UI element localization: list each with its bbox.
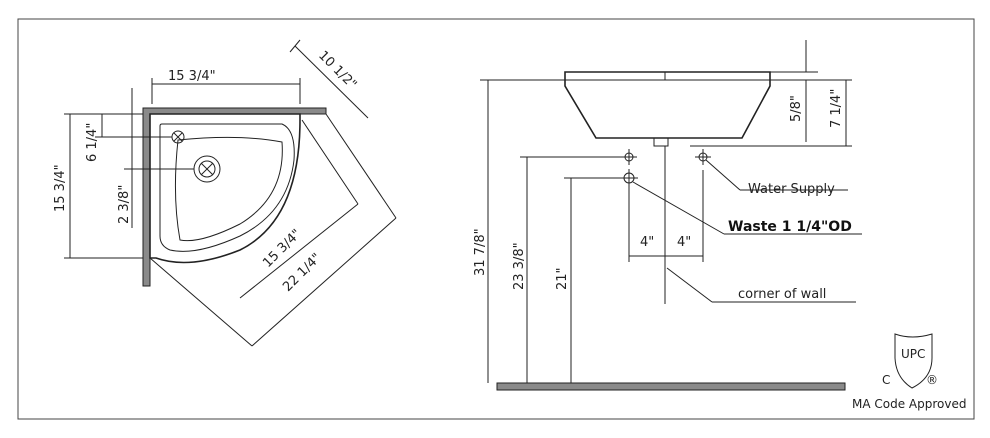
dim-spacing-right: 4": [677, 235, 691, 250]
upc-c-letter: C: [882, 373, 890, 387]
dim-overall-height: 31 7/8": [473, 228, 488, 276]
upc-registered-mark: ®: [926, 373, 938, 387]
upc-shield-icon: [894, 333, 933, 389]
certification-caption: MA Code Approved: [852, 397, 966, 411]
floor: [496, 382, 846, 391]
upc-certification-badge: UPC C ® MA Code Approved: [852, 333, 966, 411]
dim-waste-height: 21": [555, 267, 570, 290]
drain-tail: [653, 137, 669, 147]
dim-depth-corner: 10 1/2": [315, 48, 359, 92]
bowl-outline: [174, 136, 283, 242]
basin-outline: [159, 123, 295, 252]
sink-outline: [149, 113, 301, 264]
dim-rim-thickness: 5/8": [789, 95, 804, 122]
drawing-frame: [17, 18, 975, 420]
callout-water-supply: Water Supply: [748, 182, 835, 197]
dim-drain-offset: 2 3/8": [117, 185, 132, 224]
side-view: 31 7/8" 23 3/8" 21" 5/8" 7 1/4": [473, 40, 862, 391]
dim-overall-diagonal: 22 1/4": [280, 251, 324, 295]
wall-corner: [142, 107, 327, 287]
supply-left-icon: [621, 149, 637, 165]
dim-side-depth: 15 3/4": [53, 164, 68, 212]
sink-elevation: [564, 71, 771, 139]
top-view: 15 3/4" 15 3/4" 6 1/4" 2 3/8" 10 1/2" 15…: [53, 39, 397, 347]
upc-mark-text: UPC: [901, 347, 925, 361]
dim-spacing-left: 4": [640, 235, 654, 250]
callout-waste: Waste 1 1/4"OD: [728, 219, 852, 235]
dim-supply-height: 23 3/8": [512, 242, 527, 290]
dim-basin-height: 7 1/4": [829, 89, 844, 128]
dim-top-width: 15 3/4": [168, 69, 216, 84]
supply-right-icon: [695, 149, 711, 165]
dim-faucet-offset: 6 1/4": [85, 123, 100, 162]
callout-corner-of-wall: corner of wall: [738, 287, 826, 302]
